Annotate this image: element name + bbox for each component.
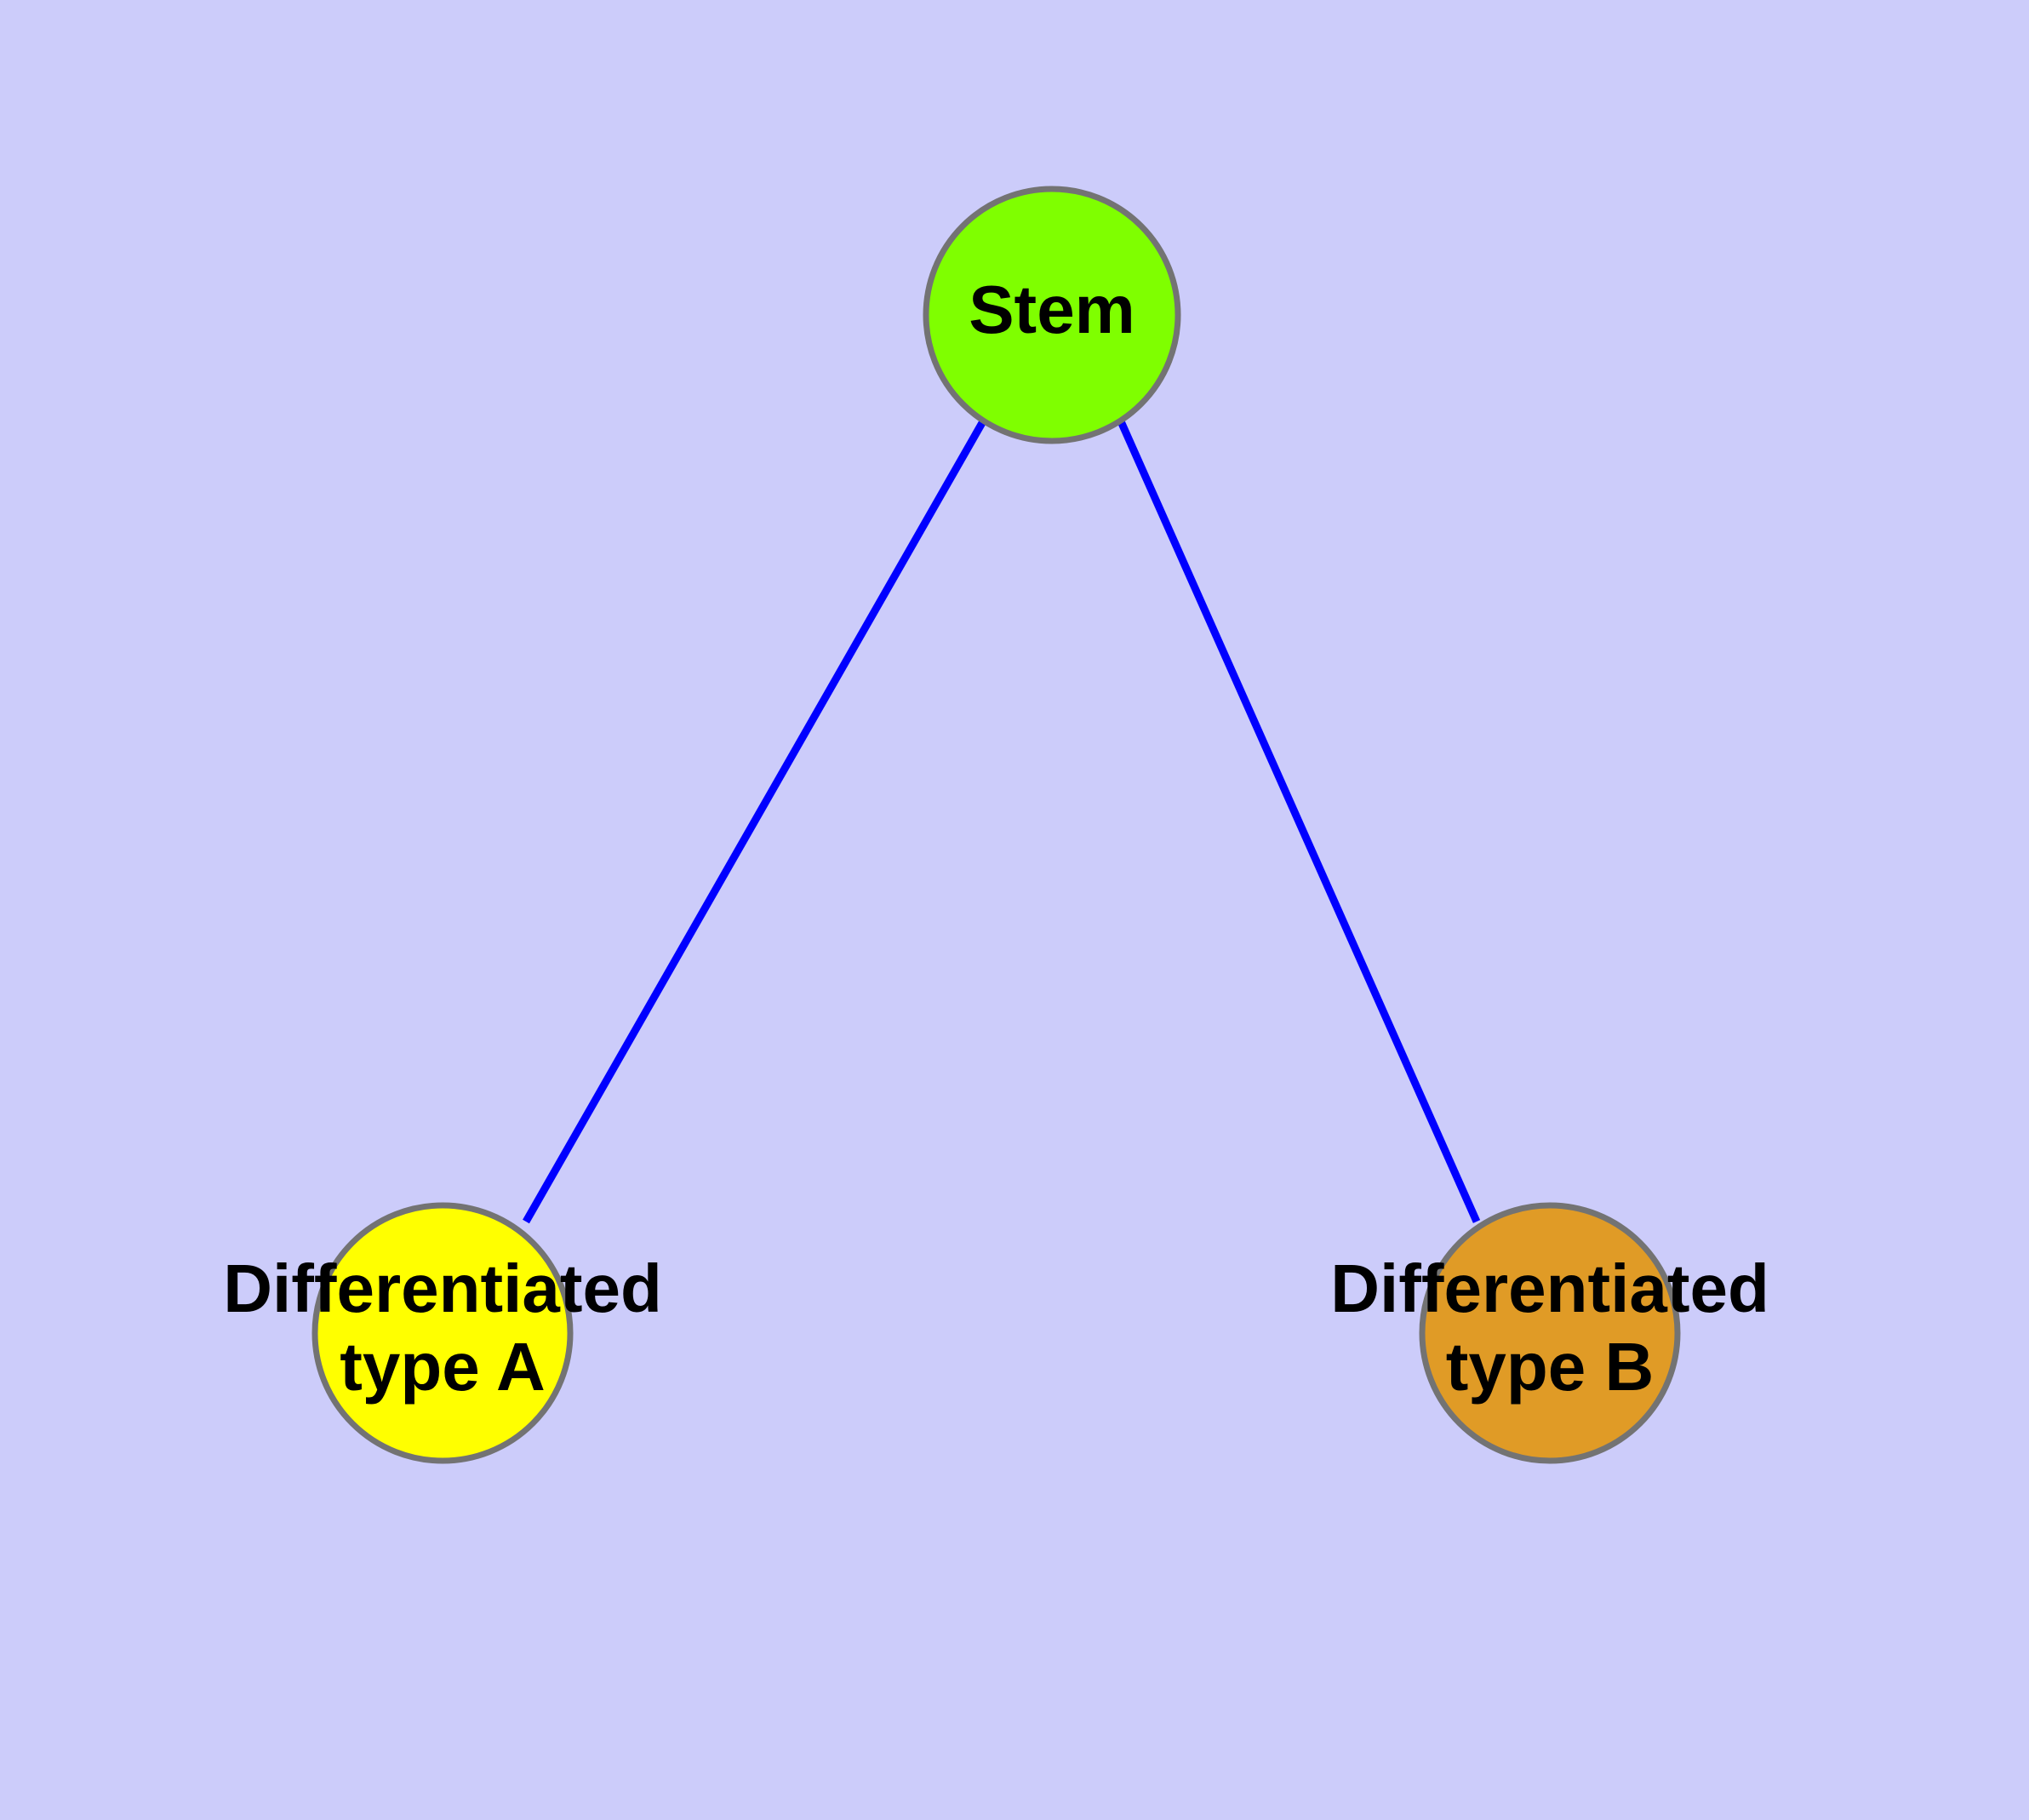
graph-edge[interactable] [1117, 420, 1481, 1223]
node-label-stem: Stem [969, 272, 1135, 347]
graph-node-stem[interactable] [923, 186, 1181, 444]
graph-edge[interactable] [523, 419, 986, 1224]
graph-node-diff_b[interactable] [1419, 1202, 1681, 1464]
edges-layer [523, 419, 1481, 1224]
node-label-diff_a: type A [340, 1329, 546, 1405]
graph-node-diff_a[interactable] [311, 1202, 574, 1464]
node-label-diff_a: Differentiated [223, 1251, 662, 1326]
nodes-layer [311, 186, 1681, 1464]
node-label-diff_b: Differentiated [1330, 1251, 1769, 1326]
node-label-diff_b: type B [1446, 1329, 1655, 1405]
